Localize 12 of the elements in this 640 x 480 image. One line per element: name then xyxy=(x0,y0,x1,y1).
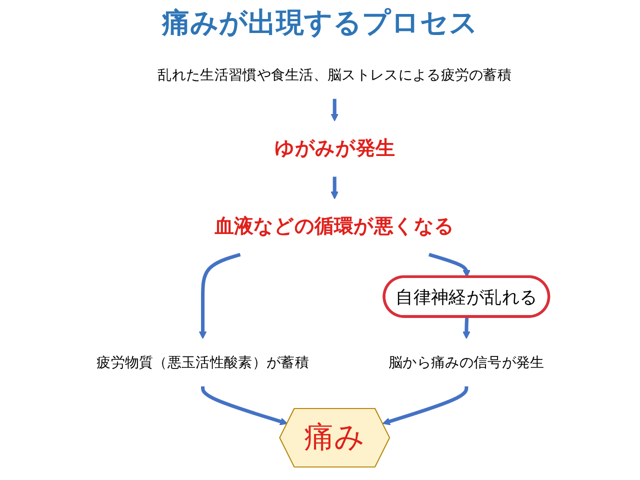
node-text: 脳から痛みの信号が発生 xyxy=(388,354,544,370)
arrow xyxy=(198,252,240,339)
node-text: 乱れた生活習慣や食生活、脳ストレスによる疲労の蓄積 xyxy=(157,66,512,83)
node-text: ゆがみが発生 xyxy=(274,138,394,160)
arrow xyxy=(428,252,470,278)
diagram-title: 痛みが出現するプロセス xyxy=(160,5,479,41)
node-text: 疲労物質（悪玉活性酸素）が蓄積 xyxy=(96,354,308,370)
arrow xyxy=(382,386,468,426)
arrow xyxy=(330,176,338,200)
node-text: 血液などの循環が悪くなる xyxy=(214,216,454,238)
arrow xyxy=(330,98,338,122)
arrow xyxy=(462,316,470,339)
